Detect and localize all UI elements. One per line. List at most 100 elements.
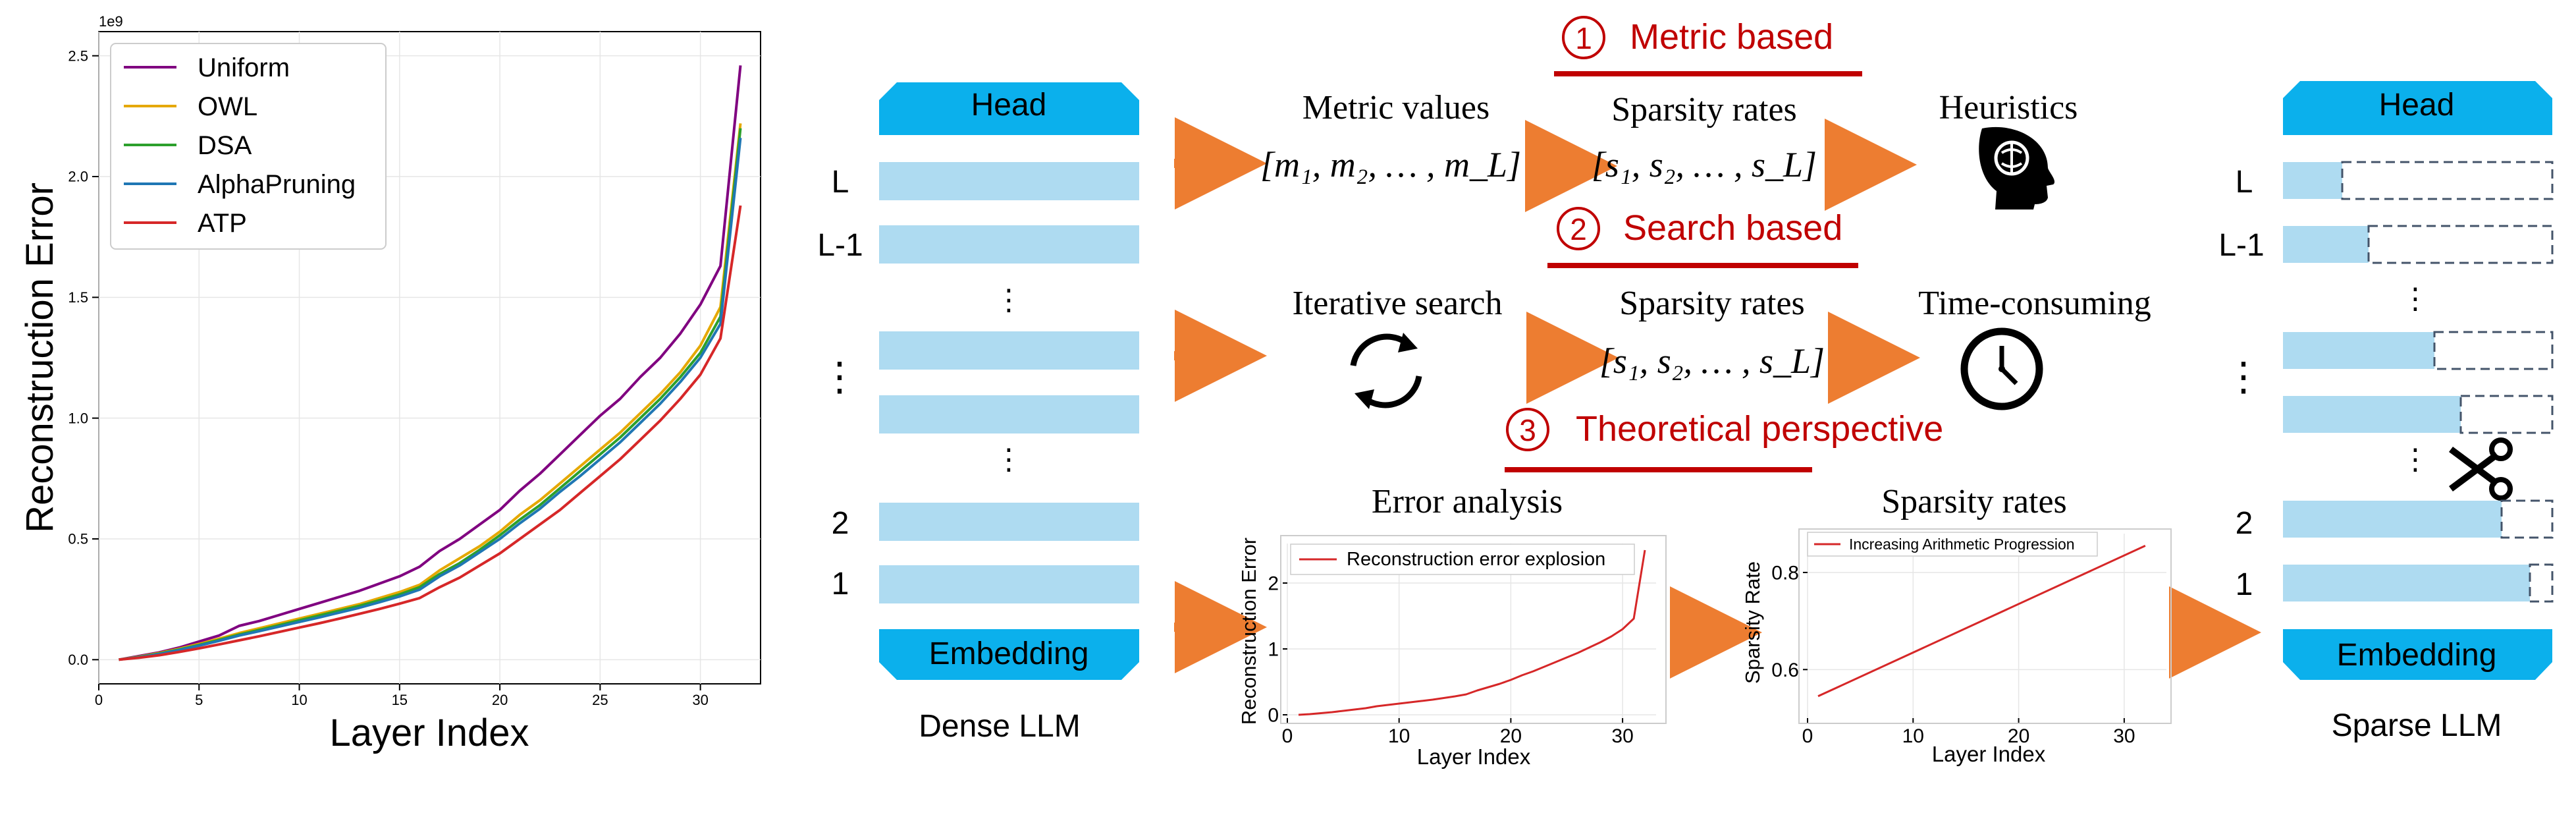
sparse-dots-upper: ⋮ <box>2401 283 2430 315</box>
dense-embedding-block <box>879 629 1139 680</box>
error-chart-grid <box>1287 544 1656 718</box>
sparse-llm-caption: Sparse LLM <box>2332 708 2502 743</box>
dense-layer-label-L-1: L-1 <box>817 228 863 263</box>
flow-arrows <box>1174 117 2261 679</box>
sparse-head-block <box>2283 81 2552 135</box>
sparsity-chart-legend-label: Increasing Arithmetic Progression <box>1849 536 2075 553</box>
error-chart-ylabel: Reconstruction Error <box>1237 538 1260 725</box>
sparse-layer-filled-L-1 <box>2283 226 2369 263</box>
y-tick-label: 0 <box>1268 705 1279 727</box>
y-tick-label: 0.8 <box>1771 562 1799 584</box>
method-1-rates-label: Sparsity rates <box>1611 91 1797 128</box>
dense-layer-bar-mid-2 <box>879 395 1139 433</box>
left-chart-xlabel: Layer Index <box>329 712 529 754</box>
sparse-layer-filled-mid-1 <box>2283 332 2434 369</box>
dense-head-label: Head <box>971 88 1047 123</box>
legend-label: ATP <box>198 209 247 238</box>
sparse-layer-filled-1 <box>2283 565 2530 601</box>
dense-layer-label-1: 1 <box>832 567 849 601</box>
error-chart-legend-box <box>1290 544 1635 575</box>
legend-label: Uniform <box>198 53 290 82</box>
series-line-reconstruction-error-explosion <box>1298 549 1646 716</box>
dense-layer-bar-mid-1 <box>879 331 1139 370</box>
method-2-number: 2 <box>1570 212 1587 246</box>
method-2-outcome: Time-consuming <box>1918 285 2151 322</box>
error-analysis-title: Error analysis <box>1372 483 1563 520</box>
dense-layer-bar-L-1 <box>879 225 1139 264</box>
y-tick-label: 1.0 <box>68 410 88 426</box>
dense-layer-bar-1 <box>879 565 1139 603</box>
legend-label: AlphaPruning <box>198 170 356 199</box>
x-tick-label: 20 <box>2008 725 2029 747</box>
left-chart-lines <box>119 65 742 661</box>
method-3-number: 3 <box>1519 413 1536 447</box>
sparse-layer-filled-mid-2 <box>2283 396 2461 433</box>
dense-side-dots: ⋮ <box>820 354 859 399</box>
y-tick-label: 1.5 <box>68 289 88 306</box>
sparsity-chart-grid <box>1807 534 2166 718</box>
left-chart-ylabel: Reconstruction Error <box>18 182 61 533</box>
method-1-outcome: Heuristics <box>1939 89 2078 126</box>
sparse-layer-label-L: L <box>2236 165 2253 200</box>
y-tick-label: 0.6 <box>1771 659 1799 681</box>
left-chart-legend-box <box>110 43 387 250</box>
dense-embedding-label: Embedding <box>929 636 1089 671</box>
method-1-title: Metric based <box>1630 17 1833 57</box>
sparse-layer-label-2: 2 <box>2236 506 2253 541</box>
y-tick-label: 0.5 <box>68 531 88 547</box>
legend-label: OWL <box>198 92 257 121</box>
x-tick-label: 0 <box>95 692 103 708</box>
dense-llm-stack: Head L L-1 ⋮ ⋮ ⋮ 2 1 Embedding Dense LLM <box>817 82 1139 744</box>
sparse-layer-pruned-mid-1 <box>2433 331 2554 370</box>
x-tick-label: 0 <box>1802 725 1813 747</box>
method-2-title: Search based <box>1623 208 1842 248</box>
sparsity-chart-legend-box <box>1807 532 2098 557</box>
dense-llm-caption: Dense LLM <box>919 709 1080 744</box>
method-2-number-circle <box>1557 207 1600 250</box>
sparsity-chart-frame <box>1798 528 2172 724</box>
x-tick-label: 10 <box>1388 725 1410 747</box>
method-2-rates-label: Sparsity rates <box>1619 285 1805 322</box>
series-line-uniform <box>119 65 742 661</box>
refresh-cycle-icon <box>1350 333 1422 409</box>
method-1-number-circle <box>1562 16 1605 59</box>
method-1-values-expr: [m₁, m₂, … , m_L] <box>1260 145 1521 184</box>
x-tick-label: 0 <box>1282 725 1293 747</box>
sparse-layer-pruned-L <box>2341 161 2554 200</box>
sparse-layer-label-L-1: L-1 <box>2218 228 2264 263</box>
sparsity-chart-xlabel: Layer Index <box>1932 742 2046 766</box>
sparse-embedding-label: Embedding <box>2337 638 2497 673</box>
method-3-title: Theoretical perspective <box>1576 409 1943 449</box>
legend-label: DSA <box>198 131 252 160</box>
x-tick-label: 20 <box>1500 725 1522 747</box>
dense-layer-bar-L <box>879 162 1139 200</box>
error-chart-lines <box>1298 549 1646 716</box>
sparse-side-dots: ⋮ <box>2224 354 2263 399</box>
series-line-atp <box>119 205 742 661</box>
method-3-number-circle <box>1506 408 1549 451</box>
x-tick-label: 20 <box>492 692 508 708</box>
x-tick-label: 25 <box>592 692 608 708</box>
y-tick-label: 2.5 <box>68 47 88 64</box>
method-2-rates-expr: [s₁, s₂, … , s_L] <box>1599 341 1825 381</box>
method-search-based: 2 Search based Iterative search Sparsity… <box>1292 207 2151 410</box>
sparse-embedding-block <box>2283 629 2552 680</box>
dense-head-block <box>879 82 1139 135</box>
dense-dots-upper: ⋮ <box>994 284 1023 316</box>
clock-icon <box>1960 327 2043 410</box>
method-1-values-label: Metric values <box>1302 89 1489 126</box>
dense-layer-label-L: L <box>832 165 849 200</box>
sparse-layer-pruned-2 <box>2500 499 2554 539</box>
sparse-layer-filled-2 <box>2283 501 2502 538</box>
series-line-alphapruning <box>119 138 742 661</box>
brain-head-icon <box>1979 126 2055 210</box>
series-line-increasing-arithmetic-progression <box>1817 545 2146 698</box>
